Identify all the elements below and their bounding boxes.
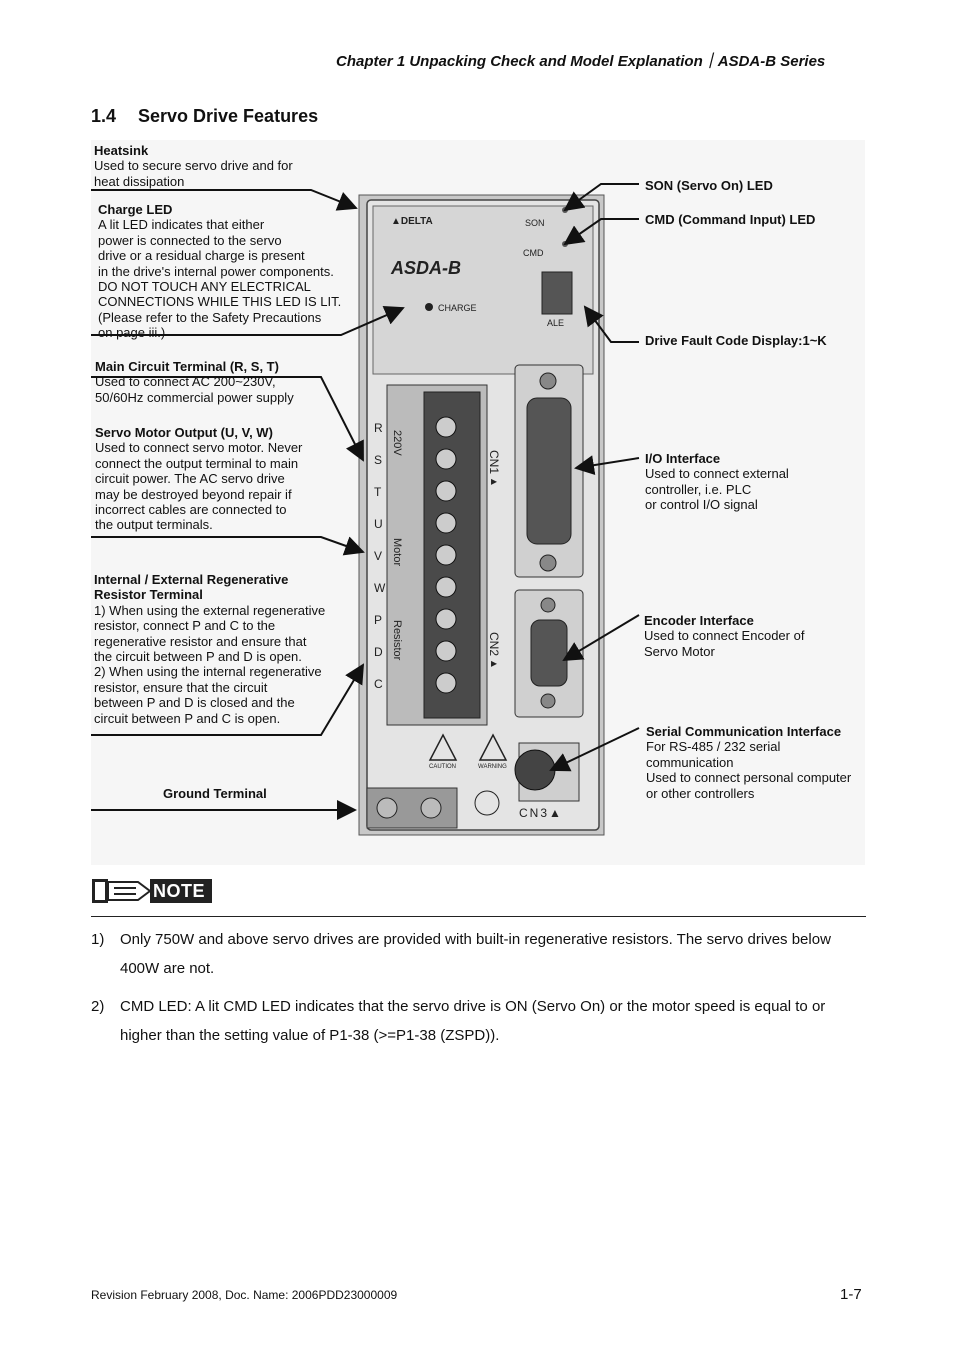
cn1-label: CN1▸ [487,450,501,488]
note-icon [92,879,212,903]
terminal-letter-r: R [374,421,383,435]
fault-code-display-label: Drive Fault Code Display:1~K [645,333,827,348]
note-list: 1) Only 750W and above servo drives are … [91,925,866,1059]
heatsink-label: Heatsink Used to secure servo drive and … [94,143,293,189]
terminal-screw [435,416,457,438]
warning-label: WARNING [478,764,507,770]
cmd-led-label: CMD (Command Input) LED [645,212,816,227]
terminal-letter-v: V [374,549,382,563]
terminal-letter-c: C [374,677,383,691]
ale-label: ALE [547,318,564,328]
device-model: ASDA-B [390,258,461,278]
charge-led [425,303,433,311]
note-item-number: 1) [91,931,105,948]
terminal-letter-p: P [374,613,382,627]
section-title: Servo Drive Features [138,106,319,126]
terminal-screw [435,512,457,534]
serial-communication-label: Serial Communication Interface For RS-48… [646,724,852,801]
note-item-number: 2) [91,998,105,1015]
main-circuit-terminal-label: Main Circuit Terminal (R, S, T) Used to … [95,359,294,405]
group-220v-label: 220V [391,430,403,456]
caution-label: CAUTION [429,764,456,770]
terminal-screw [435,448,457,470]
encoder-interface-label: Encoder Interface Used to connect Encode… [644,613,805,659]
io-interface-label: I/O Interface Used to connect external c… [645,451,789,513]
section-heading: 1.4 Servo Drive Features [91,106,318,127]
regenerative-resistor-label: Internal / External Regenerative Resisto… [94,572,326,726]
son-led-label: SON (Servo On) LED [645,178,773,193]
terminal-screw [435,576,457,598]
page-number: 1-7 [840,1286,862,1303]
device-brand: ▲DELTA [391,216,433,227]
note-badge: NOTE [153,881,206,901]
note-item: 1) Only 750W and above servo drives are … [91,925,866,983]
group-motor-label: Motor [391,538,403,566]
terminal-screw [435,672,457,694]
fault-display [541,271,573,315]
terminal-letter-t: T [374,485,382,499]
terminal-screw [435,480,457,502]
note-item: 2) CMD LED: A lit CMD LED indicates that… [91,992,866,1050]
section-number: 1.4 [91,106,117,126]
charge-led-label: Charge LED A lit LED indicates that eith… [98,202,342,341]
footer-revision: Revision February 2008, Doc. Name: 2006P… [91,1288,398,1302]
note-header: NOTE [91,878,866,917]
note-item-text: Only 750W and above servo drives are pro… [120,931,831,977]
terminal-screw [435,640,457,662]
terminal-screw [435,544,457,566]
terminal-screw [435,608,457,630]
terminal-letter-u: U [374,517,383,531]
charge-label: CHARGE [438,303,477,313]
terminal-letter-s: S [374,453,382,467]
ground-terminal-label: Ground Terminal [163,786,267,801]
servo-drive-figure: ▲DELTA ASDA-B SON CMD ALE CHARGE R S T U V W P… [91,140,865,865]
son-label: SON [525,218,545,228]
cmd-label: CMD [523,248,544,258]
note-item-text: CMD LED: A lit CMD LED indicates that th… [120,998,826,1044]
terminal-letter-w: W [374,581,386,595]
group-resistor-label: Resistor [391,620,403,661]
terminal-letter-d: D [374,645,383,659]
cn2-label: CN2▸ [487,632,501,670]
servo-motor-output-label: Servo Motor Output (U, V, W) Used to con… [95,425,303,533]
page-header: Chapter 1 Unpacking Check and Model Expl… [336,53,826,70]
servo-drive-illustration: ▲DELTA ASDA-B SON CMD ALE CHARGE R S T U V W P… [91,183,640,836]
cn3-label: CN3▲ [519,806,563,820]
